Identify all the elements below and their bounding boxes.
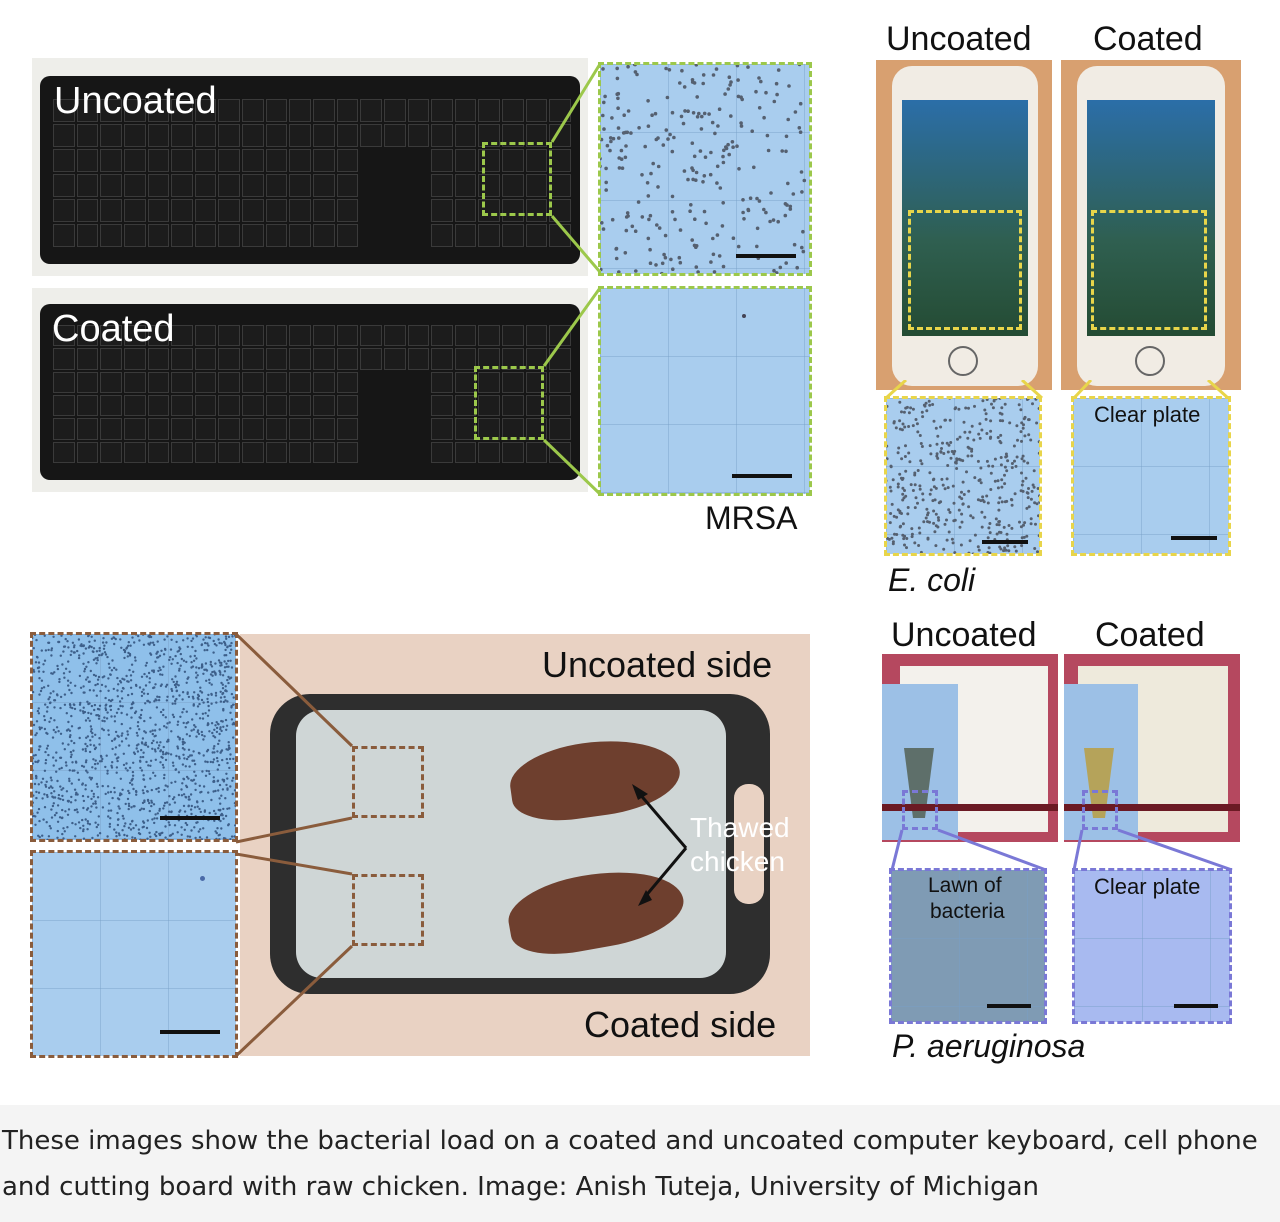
lawn-of-bacteria-label-1: Lawn of [928,874,1002,897]
board-connector-lines [236,634,354,1058]
board-uncoated-zoom-box [352,746,424,818]
scale-bar [160,816,220,820]
scale-bar [732,474,792,478]
coated-keyboard-photo [32,288,588,492]
p-aeruginosa-label: P. aeruginosa [892,1028,1086,1064]
phone-connector-lines [884,380,1230,400]
phone-coated-label: Coated [1093,20,1203,58]
thawed-chicken-label-1: Thawed [690,812,790,843]
phone-coated-photo [1061,60,1241,390]
phone-uncoated-plate [886,398,1040,554]
phone-uncoated-zoom-box [908,210,1022,330]
keyboard-uncoated-label: Uncoated [54,80,217,122]
phone-uncoated-label: Uncoated [886,20,1032,58]
towel-uncoated-zoom-box [902,790,938,830]
scale-bar [982,540,1028,544]
scale-bar [736,254,796,258]
lawn-of-bacteria-label-2: bacteria [930,900,1005,923]
chicken-arrows [632,784,688,906]
phone-coated-plate [1073,398,1229,554]
towel-coated-label: Coated [1095,616,1205,654]
towel-uncoated-plate [891,870,1045,1022]
caption-background [0,1105,1280,1222]
keyboard-uncoated-zoom-box [482,142,552,216]
thawed-chicken-label-2: chicken [690,846,785,877]
towel-connector-lines [890,828,1233,872]
keyboard-panel: Uncoated Coated [32,58,812,498]
board-coated-zoom-box [352,874,424,946]
keyboard-coated-label: Coated [52,308,175,350]
scale-bar [987,1004,1031,1008]
towel-uncoated-label: Uncoated [891,616,1037,654]
phone-clear-plate-label: Clear plate [1094,402,1201,427]
uncoated-keyboard-photo [32,58,588,276]
cutting-board-photo [240,634,810,1056]
keyboard-connector-lines [542,63,602,496]
coated-side-label: Coated side [584,1004,777,1045]
phone-coated-zoom-box [1091,210,1207,330]
keyboard-coated-plate [600,288,810,494]
uncoated-side-label: Uncoated side [542,644,773,685]
keyboard-uncoated-plate [600,64,810,274]
board-uncoated-plate [32,634,236,840]
keyboard-coated-zoom-box [474,366,544,440]
towel-clear-plate-label: Clear plate [1094,874,1201,899]
scale-bar [160,1030,220,1034]
towel-coated-photo [1064,654,1240,842]
scale-bar [1171,536,1217,540]
board-coated-plate [32,852,236,1056]
ecoli-label: E. coli [888,562,976,598]
towel-coated-plate [1074,870,1230,1022]
towel-uncoated-photo [882,654,1058,842]
image-caption: These images show the bacterial load on … [2,1126,1258,1202]
phone-uncoated-photo [876,60,1052,390]
scale-bar [1174,1004,1218,1008]
towel-coated-zoom-box [1082,790,1118,830]
mrsa-label: MRSA [705,500,798,536]
